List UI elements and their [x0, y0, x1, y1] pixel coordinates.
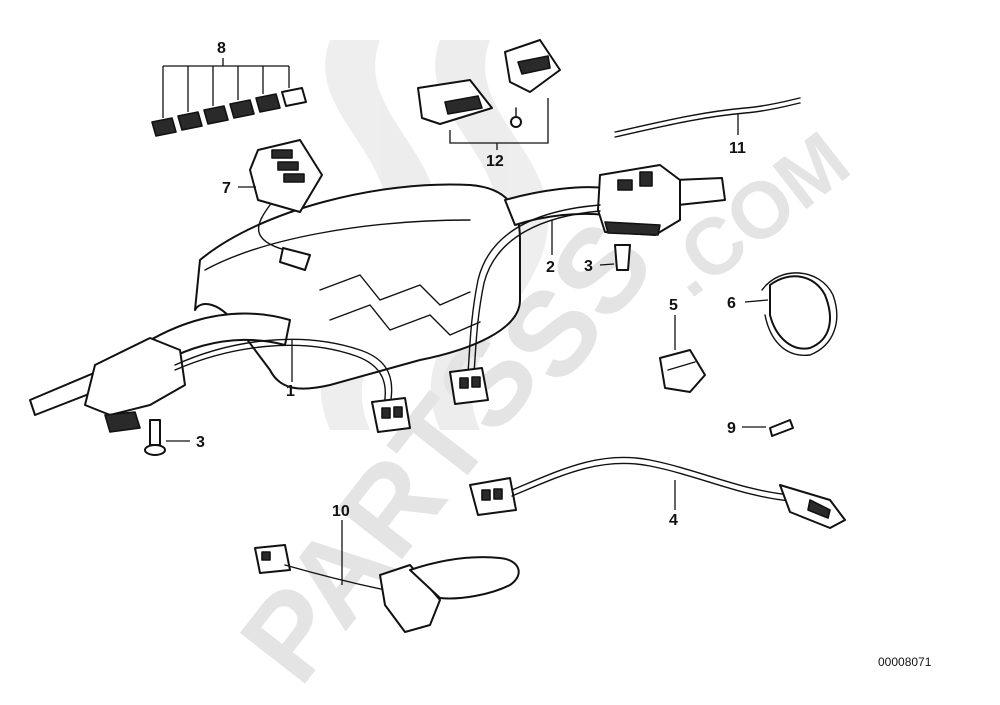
switch-7 [249, 139, 323, 271]
callout-6: 6 [727, 295, 736, 312]
clamp-6 [744, 272, 838, 356]
callout-7: 7 [222, 180, 231, 197]
screw-3-left [144, 419, 190, 456]
leader-lines [238, 186, 553, 382]
callout-10: 10 [332, 503, 350, 520]
callout-1: 1 [286, 383, 295, 400]
cable-4 [469, 456, 846, 529]
callouts: 1 2 3 3 4 5 6 7 8 9 10 11 12 [196, 40, 746, 529]
callout-3-right: 3 [584, 258, 593, 275]
clip-5 [659, 315, 706, 393]
drawing-code: 00008071 [878, 655, 932, 669]
cable-11 [614, 97, 801, 138]
left-switch-housing [84, 337, 186, 433]
covers-12 [417, 39, 561, 150]
symbol-inserts-8 [151, 58, 307, 137]
callout-2: 2 [546, 259, 555, 276]
callout-11: 11 [729, 140, 746, 157]
cable-harness-2 [449, 204, 601, 405]
callout-8: 8 [217, 40, 226, 57]
screw-9 [742, 419, 794, 437]
screw-3-right [599, 244, 631, 271]
right-switch-housing [597, 164, 681, 236]
callout-5: 5 [669, 297, 678, 314]
callout-4: 4 [669, 512, 678, 529]
part-10 [254, 520, 520, 633]
cable-harness-1 [174, 338, 411, 433]
callout-12: 12 [486, 153, 504, 170]
callout-3-left: 3 [196, 434, 205, 451]
callout-9: 9 [727, 420, 736, 437]
